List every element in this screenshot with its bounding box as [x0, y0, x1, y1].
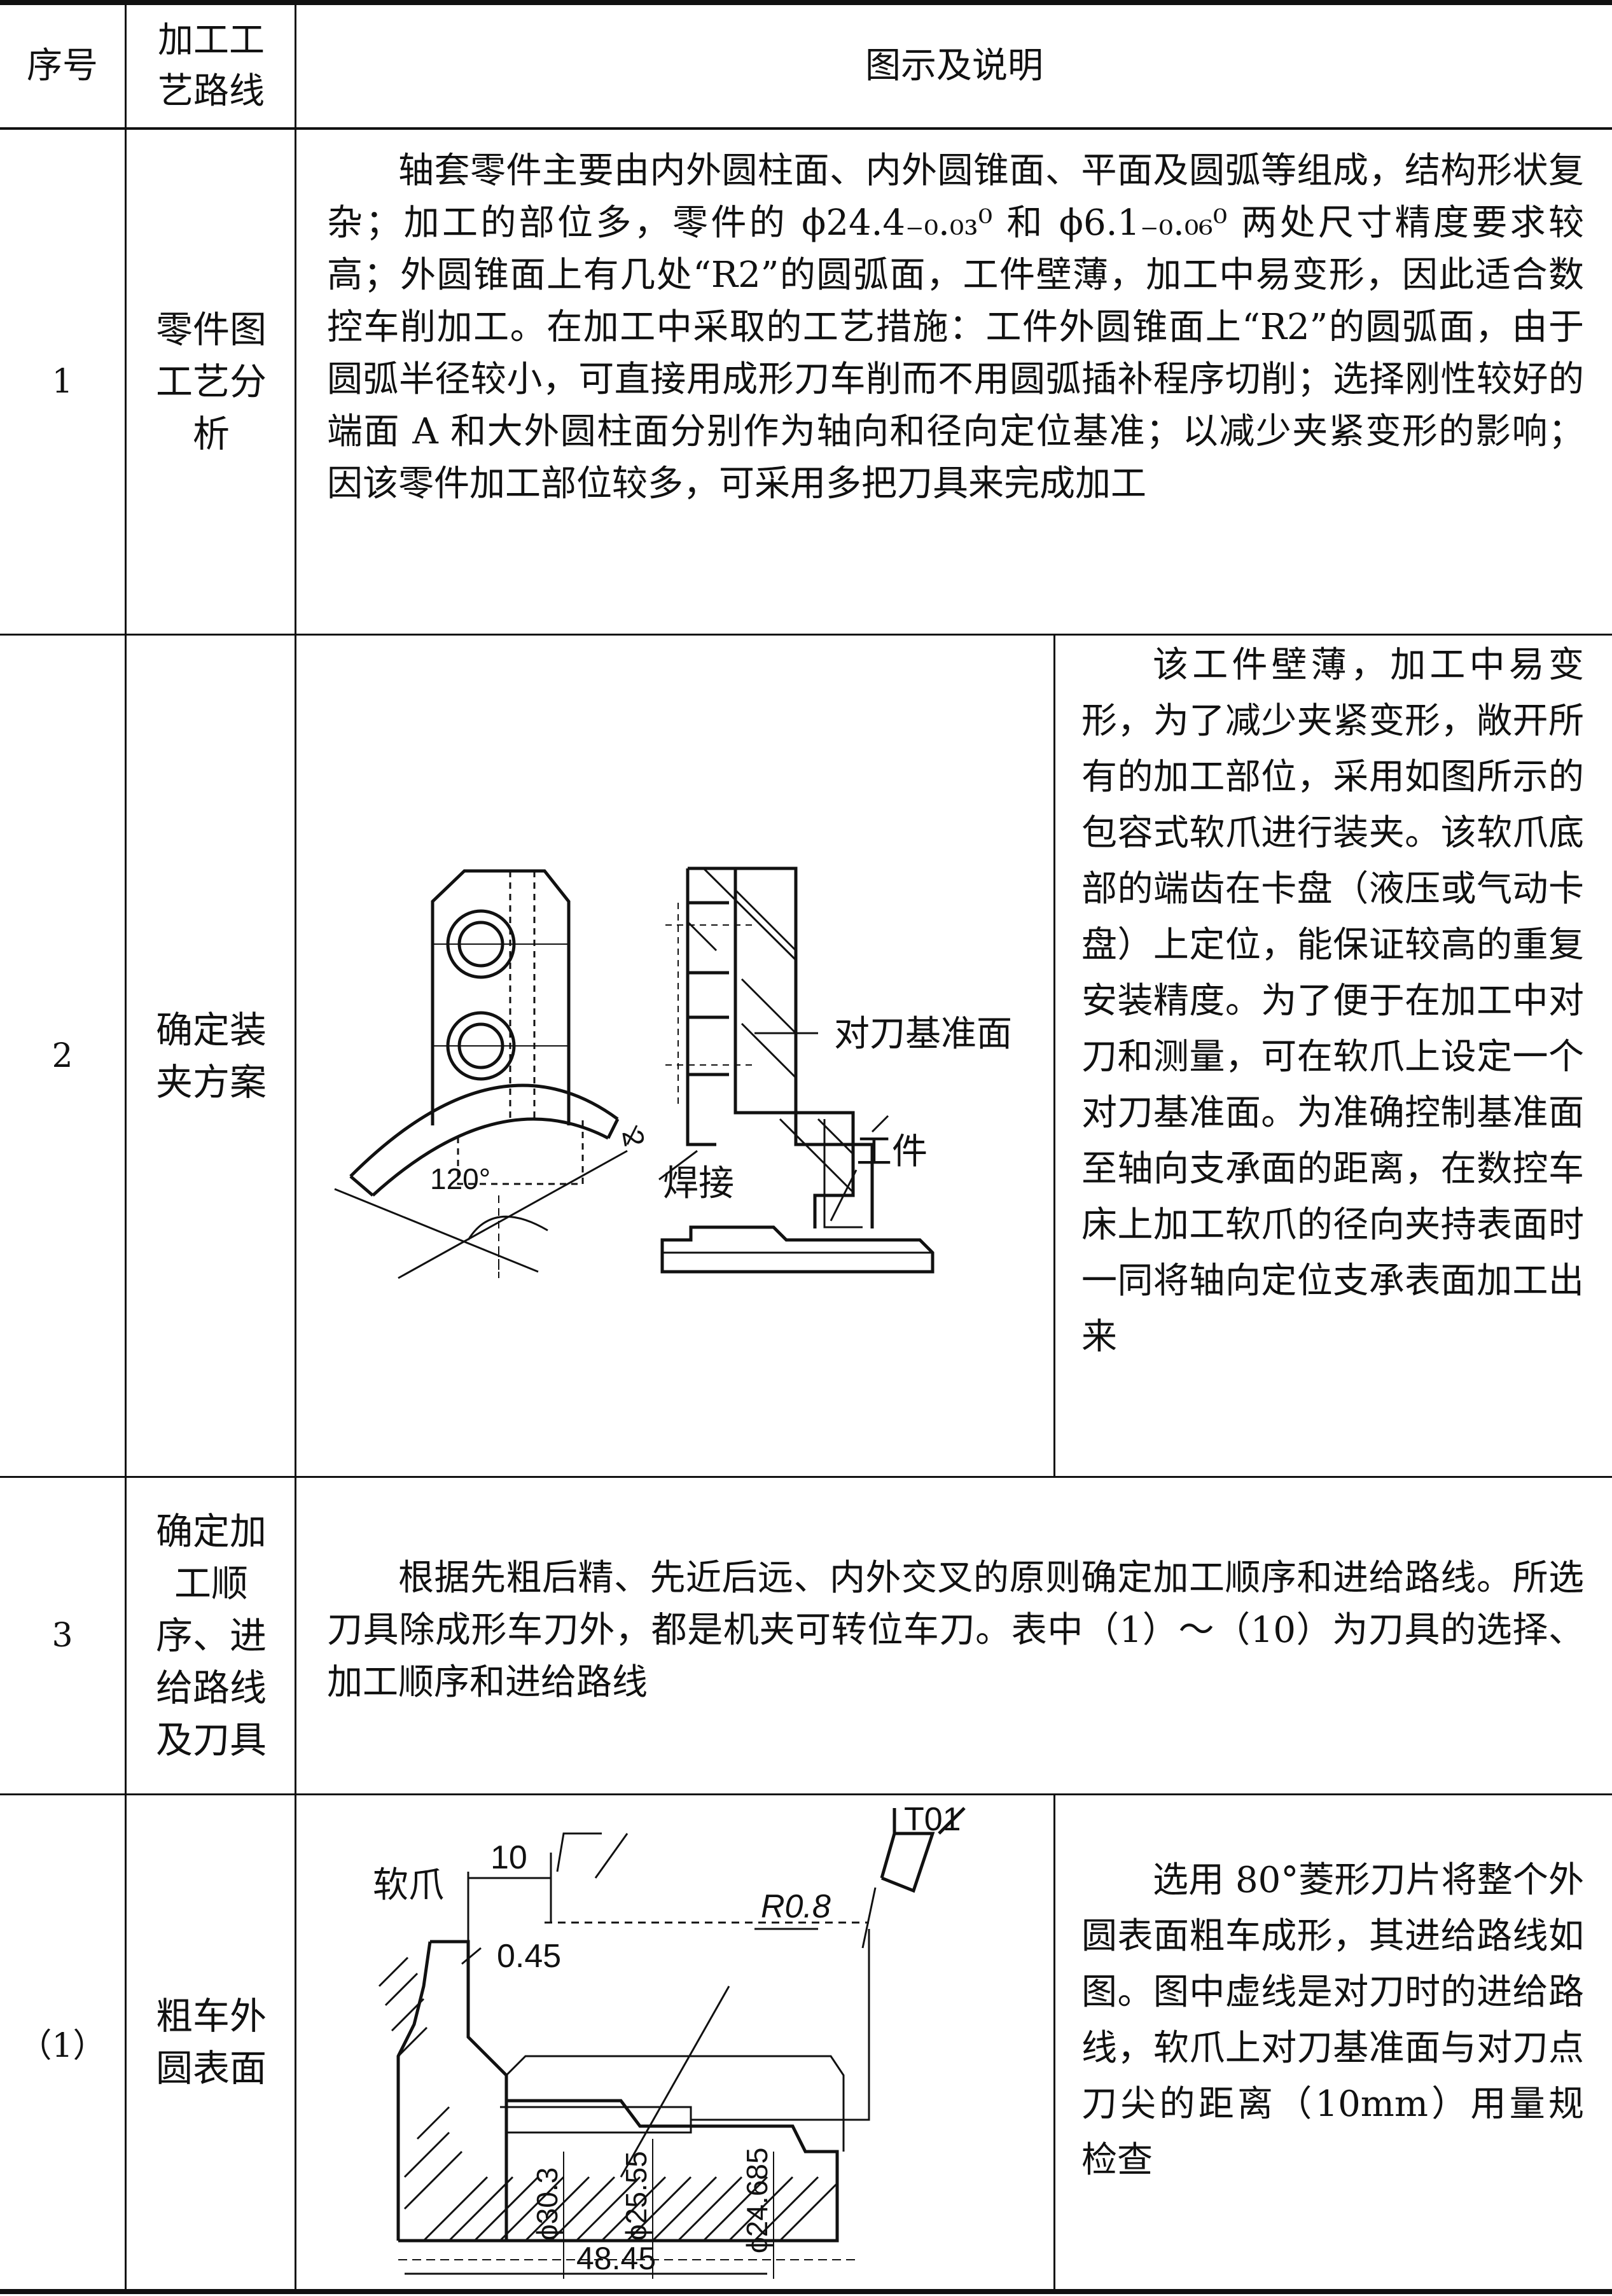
angle-label: 120°: [430, 1162, 490, 1195]
row3-no: 3: [52, 1617, 73, 1655]
rule-top: [0, 0, 1612, 5]
row2-route: 确定装夹方案: [155, 1008, 267, 1104]
d303-label: ϕ30.3: [531, 2167, 564, 2241]
dim-045-label: 0.45: [497, 1938, 561, 1975]
tool-t01-label: T01: [904, 1801, 961, 1838]
row4-route: 粗车外圆表面: [155, 1994, 267, 2090]
row1-route: 零件图工艺分析: [155, 308, 267, 456]
ref-face-label: 对刀基准面: [834, 1013, 1012, 1054]
rule-bottom: [0, 2289, 1612, 2294]
rule-row1: [0, 634, 1612, 636]
row3-route: 确定加工顺序、进给路线及刀具: [155, 1510, 267, 1762]
header-desc: 图示及说明: [865, 45, 1043, 87]
r-mark-label: 2: [616, 1127, 651, 1149]
header-route: 加工工艺路线: [158, 20, 265, 112]
row3-desc: 根据先粗后精、先近后远、内外交叉的原则确定加工顺序和进给路线。所选刀具除成形车刀…: [327, 1557, 1584, 1703]
d24685-label: ϕ24.685: [740, 2148, 774, 2253]
row2-desc: 该工件壁薄，加工中易变形，为了减少夹紧变形，敞开所有的加工部位，采用如图所示的包…: [1081, 644, 1584, 1358]
row2-figure-divider: [1053, 635, 1055, 1477]
weld-label: 焊接: [663, 1163, 734, 1203]
d2555-label: ϕ25.55: [620, 2151, 653, 2241]
dim-10-label: 10: [490, 1839, 527, 1876]
workpiece-label: 工件: [856, 1131, 928, 1171]
row4-no: （1）: [18, 2026, 106, 2065]
r08-label: R0.8: [761, 1888, 831, 1925]
soft-jaw-figure: 120° 2 对刀基准面 工件 焊接: [334, 866, 1012, 1279]
col-divider-2: [295, 0, 296, 2294]
rough-turning-figure: 软爪 10 T01 R0.8 0.45 ϕ30.3 ϕ25.55 ϕ24.685…: [373, 1801, 966, 2279]
rule-row3: [0, 1793, 1612, 1795]
header-no: 序号: [27, 45, 98, 87]
row1-desc: 轴套零件主要由内外圆柱面、内外圆锥面、平面及圆弧等组成，结构形状复杂；加工的部位…: [327, 150, 1584, 504]
row1-no: 1: [52, 363, 73, 401]
col-divider-1: [125, 0, 127, 2294]
rule-header: [0, 127, 1612, 130]
dim-4845-label: 48.45: [576, 2241, 656, 2276]
soft-jaw-label: 软爪: [373, 1865, 444, 1905]
row4-desc: 选用 80°菱形刀片将整个外圆表面粗车成形，其进给路线如图。图中虚线是对刀时的进…: [1081, 1860, 1584, 2181]
row2-no: 2: [52, 1036, 73, 1075]
rule-row2: [0, 1476, 1612, 1478]
row4-figure-divider: [1053, 1795, 1055, 2290]
